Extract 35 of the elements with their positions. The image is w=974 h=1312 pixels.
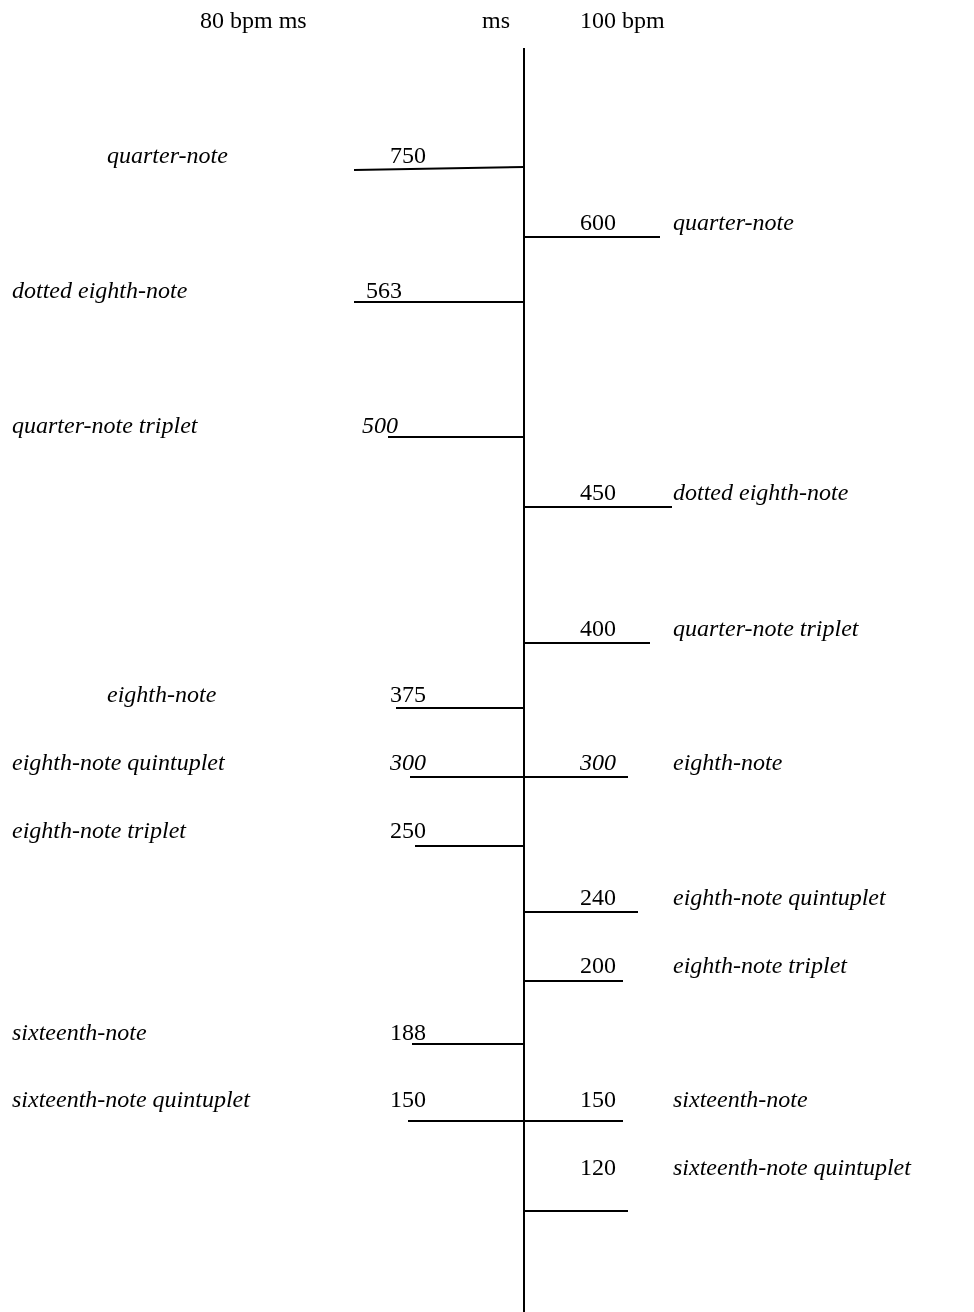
millisecond-value: 240 [580, 883, 616, 911]
note-value-label: sixteenth-note [12, 1018, 147, 1046]
note-value-label: sixteenth-note quintuplet [673, 1153, 911, 1181]
note-value-label: eighth-note quintuplet [12, 748, 225, 776]
millisecond-value: 500 [362, 411, 398, 439]
column-header: 80 bpm ms [200, 6, 307, 34]
millisecond-value: 600 [580, 208, 616, 236]
note-value-label: eighth-note quintuplet [673, 883, 886, 911]
millisecond-value: 150 [390, 1085, 426, 1113]
note-value-label: quarter-note [107, 141, 228, 169]
column-header: ms [482, 6, 510, 34]
column-header: 100 bpm [580, 6, 665, 34]
millisecond-value: 450 [580, 478, 616, 506]
millisecond-value: 563 [366, 276, 402, 304]
note-value-label: sixteenth-note [673, 1085, 808, 1113]
note-value-label: sixteenth-note quintuplet [12, 1085, 250, 1113]
millisecond-value: 150 [580, 1085, 616, 1113]
note-value-label: dotted eighth-note [673, 478, 849, 506]
millisecond-value: 300 [390, 748, 426, 776]
note-value-label: quarter-note [673, 208, 794, 236]
millisecond-value: 400 [580, 614, 616, 642]
millisecond-value: 375 [390, 680, 426, 708]
note-value-label: eighth-note triplet [12, 816, 186, 844]
millisecond-value: 300 [580, 748, 616, 776]
millisecond-value: 188 [390, 1018, 426, 1046]
note-value-label: quarter-note triplet [673, 614, 859, 642]
note-value-label: eighth-note [673, 748, 783, 776]
note-value-label: dotted eighth-note [12, 276, 188, 304]
millisecond-value: 750 [390, 141, 426, 169]
millisecond-value: 200 [580, 951, 616, 979]
note-value-label: eighth-note triplet [673, 951, 847, 979]
note-value-label: quarter-note triplet [12, 411, 198, 439]
note-value-label: eighth-note [107, 680, 217, 708]
millisecond-value: 120 [580, 1153, 616, 1181]
millisecond-value: 250 [390, 816, 426, 844]
